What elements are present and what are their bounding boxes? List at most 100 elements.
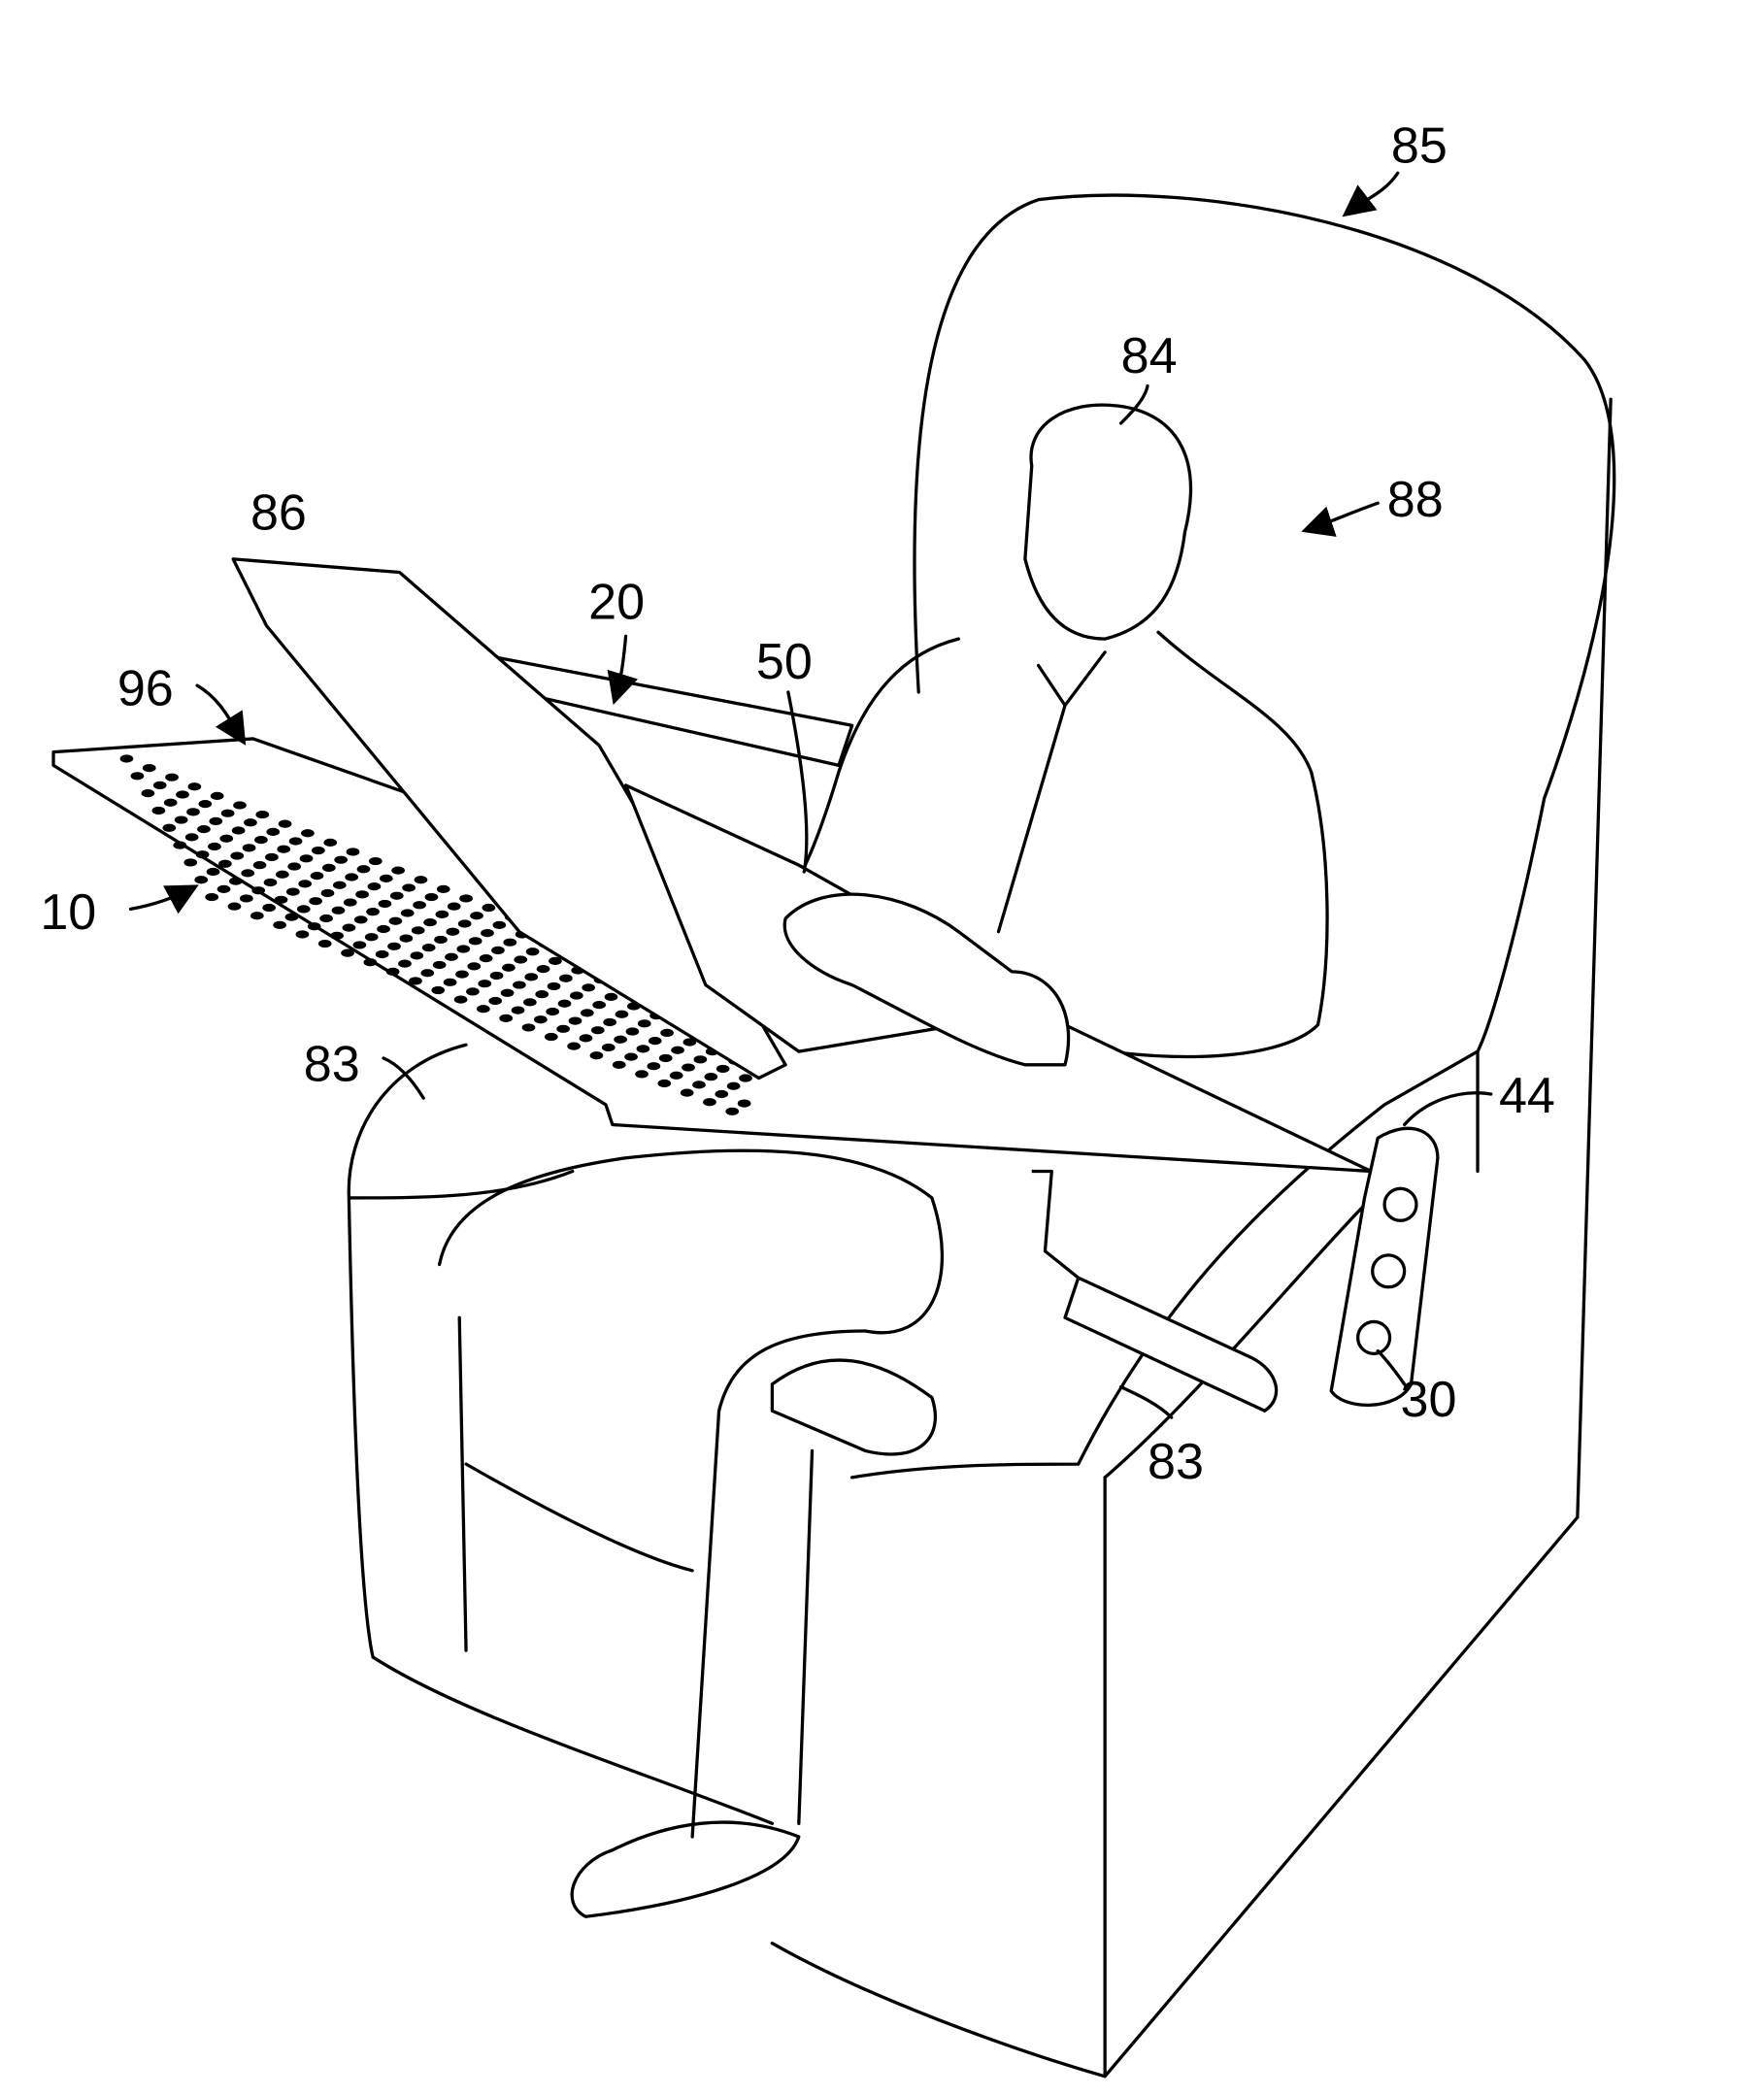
- label-44: 44: [1499, 1068, 1555, 1124]
- vent-hole: [737, 1099, 751, 1108]
- vent-hole: [375, 949, 389, 959]
- vent-hole: [284, 913, 299, 921]
- vent-hole: [511, 1006, 525, 1014]
- vent-hole: [198, 799, 213, 809]
- vent-hole: [165, 773, 179, 781]
- vent-hole: [262, 903, 276, 913]
- vent-hole: [342, 923, 356, 932]
- vent-hole: [355, 890, 369, 899]
- vent-hole: [514, 955, 528, 964]
- vent-hole: [388, 916, 403, 925]
- vent-hole: [693, 1055, 708, 1064]
- person-hands: [782, 892, 1071, 1067]
- vent-hole: [590, 1026, 605, 1035]
- vent-hole: [195, 850, 210, 859]
- vent-hole: [220, 809, 235, 817]
- vent-hole: [398, 959, 412, 968]
- vent-hole: [363, 958, 378, 967]
- vent-hole: [230, 851, 245, 860]
- vent-hole: [547, 981, 561, 991]
- vent-hole: [320, 888, 335, 898]
- label-86: 86: [250, 485, 307, 542]
- vent-hole: [567, 1042, 581, 1050]
- vent-hole: [399, 934, 414, 943]
- label-83-right: 83: [1148, 1434, 1204, 1490]
- vent-hole: [637, 1019, 651, 1028]
- label-20: 20: [588, 575, 645, 631]
- vent-hole: [470, 912, 483, 920]
- seat-back: [913, 193, 1616, 1174]
- vent-hole: [255, 810, 270, 819]
- vent-hole: [377, 924, 390, 934]
- vent-hole: [364, 933, 379, 942]
- vent-hole: [330, 931, 344, 940]
- vent-hole: [378, 899, 392, 909]
- vent-hole: [266, 827, 281, 837]
- vent-hole: [345, 873, 358, 881]
- seat-base: [770, 1476, 1580, 2078]
- vent-hole: [341, 948, 354, 957]
- vent-hole: [468, 937, 483, 946]
- vent-hole: [184, 833, 199, 842]
- vent-hole: [295, 930, 310, 939]
- vent-hole: [231, 826, 246, 835]
- vent-hole: [323, 838, 338, 847]
- vent-hole: [252, 861, 267, 870]
- vent-hole: [680, 1088, 694, 1097]
- person-legs: [437, 1148, 945, 1918]
- vent-hole: [197, 825, 211, 834]
- vent-hole: [174, 815, 188, 824]
- vent-hole: [250, 912, 264, 920]
- vent-hole: [391, 866, 405, 875]
- vent-hole: [479, 954, 493, 963]
- vent-hole: [636, 1045, 650, 1053]
- vent-hole: [299, 854, 314, 863]
- vent-hole: [424, 892, 439, 902]
- vent-hole: [298, 880, 313, 888]
- vent-hole: [524, 973, 539, 981]
- vent-hole: [477, 1005, 490, 1014]
- vent-hole: [410, 951, 424, 960]
- vent-hole: [624, 1052, 638, 1061]
- vent-hole: [356, 865, 371, 874]
- vent-hole: [241, 869, 255, 878]
- vent-hole: [603, 1017, 616, 1027]
- vent-hole: [119, 754, 134, 763]
- vent-hole: [614, 1035, 627, 1044]
- vent-hole: [447, 902, 461, 911]
- person-body: [797, 630, 1329, 1059]
- vent-hole: [366, 908, 380, 916]
- vent-hole: [385, 967, 400, 976]
- vent-hole: [492, 920, 507, 929]
- vent-hole: [334, 855, 349, 864]
- vent-hole: [353, 915, 368, 924]
- vent-hole: [151, 806, 166, 815]
- vent-hole: [254, 836, 268, 845]
- vent-hole: [414, 876, 428, 884]
- vent-hole: [647, 1062, 661, 1071]
- vent-hole: [459, 894, 473, 903]
- vent-hole: [535, 990, 549, 999]
- vent-hole: [580, 1009, 594, 1017]
- vent-hole: [525, 948, 540, 956]
- vent-hole: [589, 1051, 604, 1060]
- vent-hole: [669, 1071, 683, 1080]
- vent-hole: [453, 995, 468, 1004]
- vent-hole: [244, 818, 257, 827]
- vent-hole: [141, 789, 155, 798]
- vent-hole: [648, 1037, 662, 1046]
- vent-hole: [500, 988, 515, 997]
- label-83-left: 83: [304, 1036, 360, 1092]
- vent-hole: [285, 887, 300, 896]
- vent-hole: [604, 992, 618, 1002]
- button-1: [1382, 1186, 1418, 1222]
- vent-hole: [569, 991, 583, 1000]
- vent-hole: [176, 790, 189, 799]
- vent-hole: [312, 846, 325, 855]
- vent-hole: [503, 938, 517, 947]
- vent-hole: [301, 829, 315, 838]
- vent-hole: [400, 909, 415, 917]
- button-2: [1371, 1253, 1407, 1289]
- vent-hole: [546, 1007, 560, 1016]
- vent-hole: [682, 1063, 695, 1072]
